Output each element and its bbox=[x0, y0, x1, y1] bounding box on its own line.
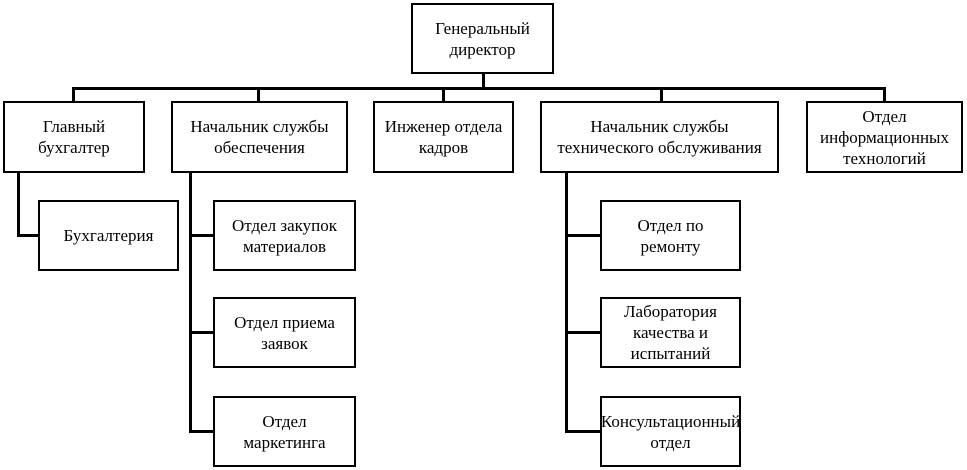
node-it-department: Отдел информационных технологий bbox=[806, 101, 963, 173]
connector bbox=[189, 234, 214, 237]
connector bbox=[257, 87, 260, 102]
connector bbox=[72, 87, 75, 102]
node-repair: Отдел по ремонту bbox=[600, 200, 741, 271]
node-marketing: Отдел маркетинга bbox=[213, 396, 356, 467]
node-procurement: Отдел закупок материалов bbox=[213, 200, 356, 271]
connector bbox=[660, 87, 663, 102]
connector bbox=[565, 331, 601, 334]
node-general-director: Генеральный директор bbox=[411, 3, 554, 74]
node-hr-engineer: Инженер отдела кадров bbox=[373, 101, 514, 173]
node-chief-accountant: Главный бухгалтер bbox=[3, 101, 145, 173]
connector bbox=[72, 87, 886, 90]
connector bbox=[189, 331, 214, 334]
connector bbox=[189, 430, 214, 433]
connector bbox=[442, 87, 445, 102]
node-consulting: Консультационный отдел bbox=[600, 396, 741, 467]
connector bbox=[17, 171, 20, 236]
connector bbox=[189, 171, 192, 432]
connector bbox=[17, 234, 39, 237]
connector bbox=[565, 171, 568, 432]
node-tech-service-head: Начальник службы технического обслуживан… bbox=[540, 101, 779, 173]
connector bbox=[565, 234, 601, 237]
node-quality-lab: Лаборатория качества и испытаний bbox=[600, 297, 741, 368]
connector bbox=[482, 72, 485, 89]
connector bbox=[883, 87, 886, 102]
node-supply-head: Начальник службы обеспечения bbox=[171, 101, 348, 173]
connector bbox=[565, 430, 601, 433]
node-request-intake: Отдел приема заявок bbox=[213, 297, 356, 368]
node-accounting: Бухгалтерия bbox=[38, 200, 179, 271]
